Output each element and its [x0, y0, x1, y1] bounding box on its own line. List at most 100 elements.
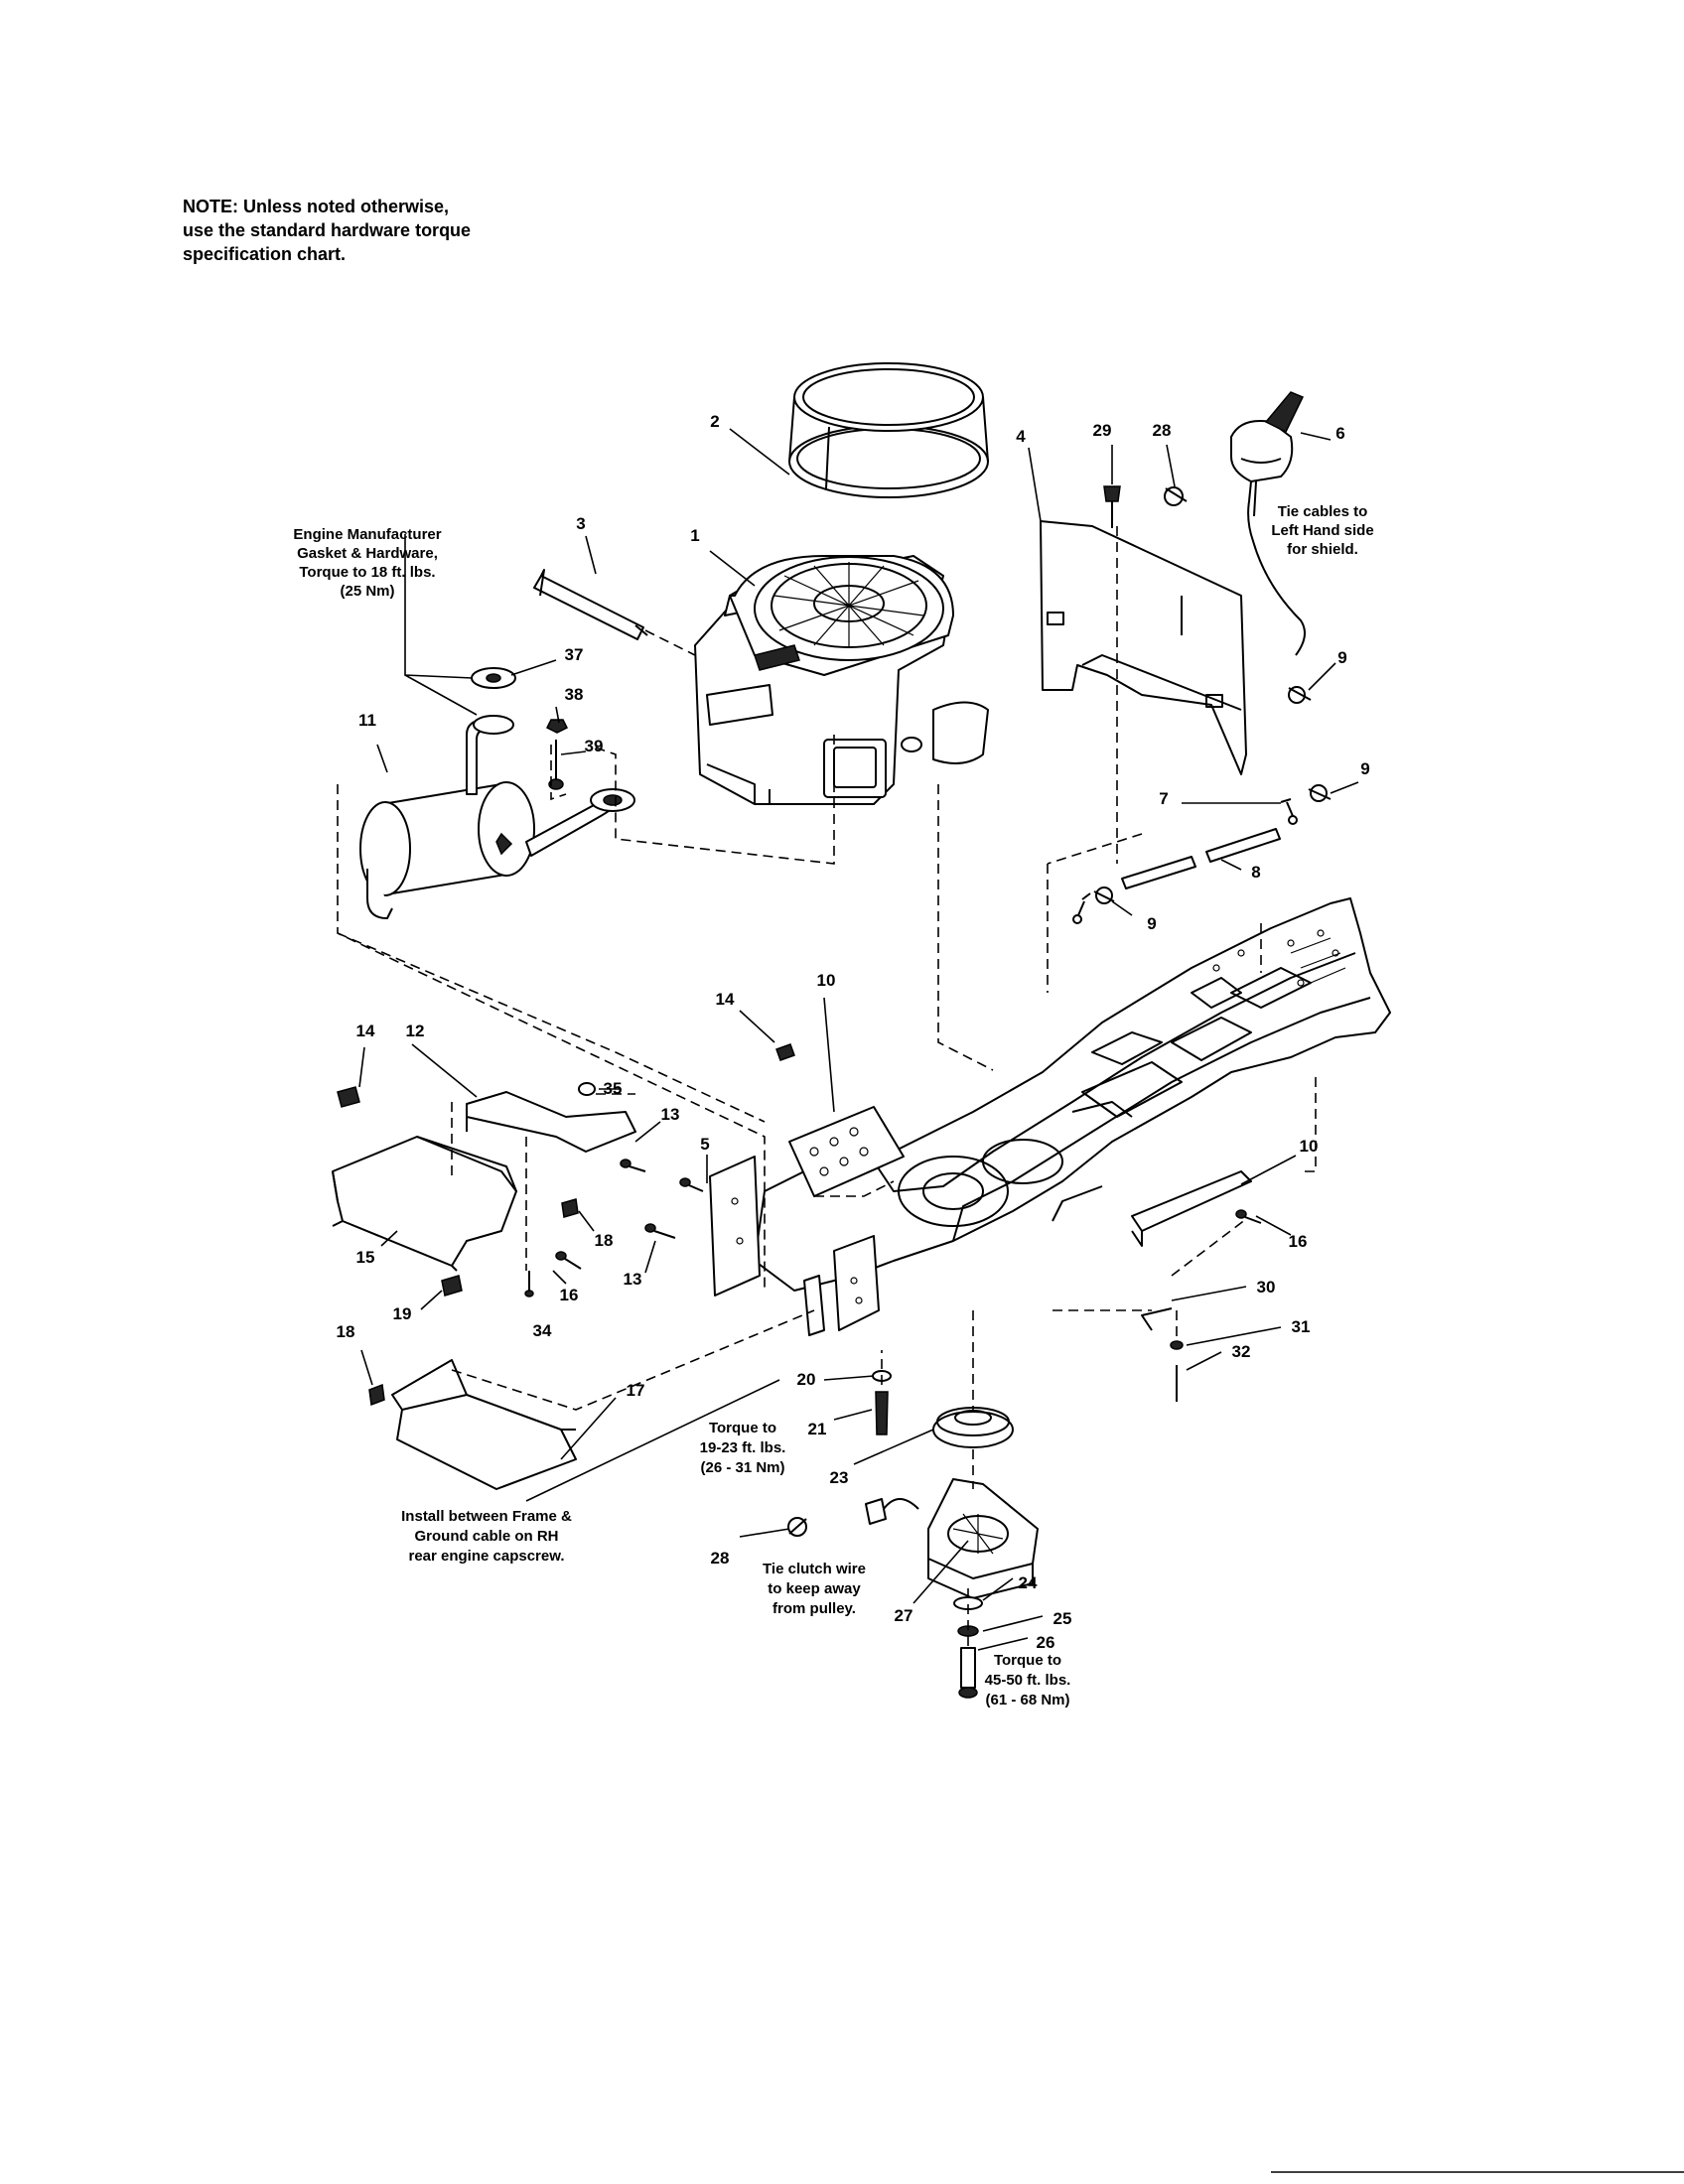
callout-9-b: 9: [1360, 759, 1369, 778]
callout-10-b: 10: [1300, 1137, 1319, 1156]
callout-17: 17: [627, 1381, 645, 1400]
annotation-engine-gasket: Engine Manufacturer Gasket & Hardware, T…: [293, 526, 441, 600]
callout-19: 19: [393, 1304, 412, 1323]
part-31-washer: [1170, 1340, 1184, 1350]
callout-18-b: 18: [337, 1322, 355, 1341]
part-5-bolt: [679, 1177, 704, 1192]
part-12-bracket: [466, 1091, 636, 1153]
part-19-nut: [441, 1275, 463, 1297]
callout-10-a: 10: [817, 971, 836, 990]
callout-16-b: 16: [1289, 1232, 1308, 1251]
part-38-nut: [545, 719, 569, 734]
callout-26: 26: [1037, 1633, 1055, 1652]
callout-18-a: 18: [595, 1231, 614, 1250]
annotation-line: for shield.: [1287, 541, 1358, 558]
annotation-tie-cables: Tie cables to Left Hand side for shield.: [1271, 503, 1373, 558]
part-2-air-cleaner-band: [788, 362, 989, 498]
annotation-tie-clutch: Tie clutch wire to keep away from pulley…: [763, 1561, 866, 1617]
annotation-line: (25 Nm): [340, 583, 394, 600]
annotation-line: 19-23 ft. lbs.: [700, 1439, 786, 1456]
callout-35: 35: [604, 1079, 623, 1098]
callout-15: 15: [356, 1248, 375, 1267]
part-30-pin: [1141, 1307, 1173, 1331]
callout-13-b: 13: [624, 1270, 642, 1289]
part-34-bolt: [524, 1271, 534, 1297]
annotation-line: Gasket & Hardware,: [297, 545, 438, 562]
part-7-cable-ends: [1072, 798, 1298, 924]
part-16-bolt-a: [555, 1251, 582, 1270]
part-39-bolt: [548, 740, 564, 790]
callout-4: 4: [1016, 427, 1026, 446]
part-15-heat-shield: [332, 1136, 517, 1272]
part-37-gasket: [471, 667, 516, 689]
callout-1: 1: [690, 526, 699, 545]
annotation-line: Engine Manufacturer: [293, 526, 441, 543]
part-23-pulley: [932, 1407, 1014, 1448]
callout-32: 32: [1232, 1342, 1251, 1361]
part-13-bolt-a: [620, 1159, 646, 1172]
annotation-line: Torque to: [709, 1420, 776, 1436]
part-28-clip-top: [1164, 486, 1188, 506]
callout-6: 6: [1335, 424, 1344, 443]
annotation-line: Install between Frame &: [401, 1508, 572, 1525]
callout-14-a: 14: [716, 990, 735, 1009]
part-9-clip-b: [1308, 784, 1332, 802]
callout-14-b: 14: [356, 1022, 375, 1040]
callout-9-a: 9: [1337, 648, 1346, 667]
part-16-bolt-b: [1235, 1209, 1262, 1224]
annotation-line: Torque to 18 ft. lbs.: [299, 564, 435, 581]
note-line-2: use the standard hardware torque: [183, 220, 472, 240]
part-14-nut-a: [775, 1043, 795, 1061]
annotation-torque-26: Torque to 45-50 ft. lbs. (61 - 68 Nm): [985, 1652, 1071, 1708]
general-note: NOTE: Unless noted otherwise, use the st…: [183, 195, 580, 266]
callout-7: 7: [1159, 789, 1168, 808]
callout-38: 38: [565, 685, 584, 704]
callout-labels: 2 1 3 4 29 28 6 9 9 7 8 9 37 38 39 11 14…: [337, 412, 1370, 1652]
callout-31: 31: [1292, 1317, 1311, 1336]
annotation-line: to keep away: [768, 1580, 861, 1597]
part-11-muffler: [359, 715, 635, 919]
callout-9-c: 9: [1147, 914, 1156, 933]
callout-21: 21: [808, 1420, 827, 1438]
annotation-line: from pulley.: [772, 1600, 856, 1617]
annotation-line: rear engine capscrew.: [408, 1548, 564, 1565]
callout-13-a: 13: [661, 1105, 680, 1124]
part-10-plate-a: [788, 1106, 905, 1197]
part-29-bolt: [1103, 485, 1121, 528]
annotation-line: Tie cables to: [1278, 503, 1368, 520]
callout-24: 24: [1019, 1573, 1038, 1592]
leader-lines: [358, 428, 1359, 1651]
callout-3: 3: [576, 514, 585, 533]
part-10-plate-b: [1131, 1170, 1252, 1247]
callout-25: 25: [1053, 1609, 1072, 1628]
part-9-clip-a: [1288, 686, 1312, 704]
part-35-nut: [578, 1082, 596, 1096]
callout-20: 20: [797, 1370, 816, 1389]
callout-27: 27: [895, 1606, 913, 1625]
callout-16-a: 16: [560, 1286, 579, 1304]
part-1-engine: [694, 555, 989, 805]
callout-28-lower: 28: [711, 1549, 730, 1568]
callout-2: 2: [710, 412, 719, 431]
part-17-plate: [391, 1359, 577, 1490]
part-18-nut-b: [368, 1383, 385, 1407]
part-27-clutch: [865, 1478, 1039, 1599]
frame-chassis: [709, 897, 1391, 1336]
annotation-install-between: Install between Frame & Ground cable on …: [401, 1508, 572, 1565]
callout-11: 11: [358, 711, 376, 730]
part-28-clip-lower: [787, 1517, 807, 1537]
part-9-clip-c: [1093, 887, 1115, 904]
part-14-nut-b: [337, 1086, 360, 1108]
callout-23: 23: [830, 1468, 849, 1487]
callout-37: 37: [565, 645, 584, 664]
note-line-3: specification chart.: [183, 244, 347, 264]
assembly-lines: [337, 526, 1317, 1648]
part-4-shield: [1040, 520, 1247, 775]
part-18-nut-a: [561, 1198, 579, 1218]
part-8-tubes: [1121, 828, 1281, 889]
callout-30: 30: [1257, 1278, 1276, 1297]
callout-5: 5: [700, 1135, 709, 1154]
part-13-bolt-b: [644, 1223, 676, 1239]
annotation-line: (26 - 31 Nm): [700, 1459, 784, 1476]
